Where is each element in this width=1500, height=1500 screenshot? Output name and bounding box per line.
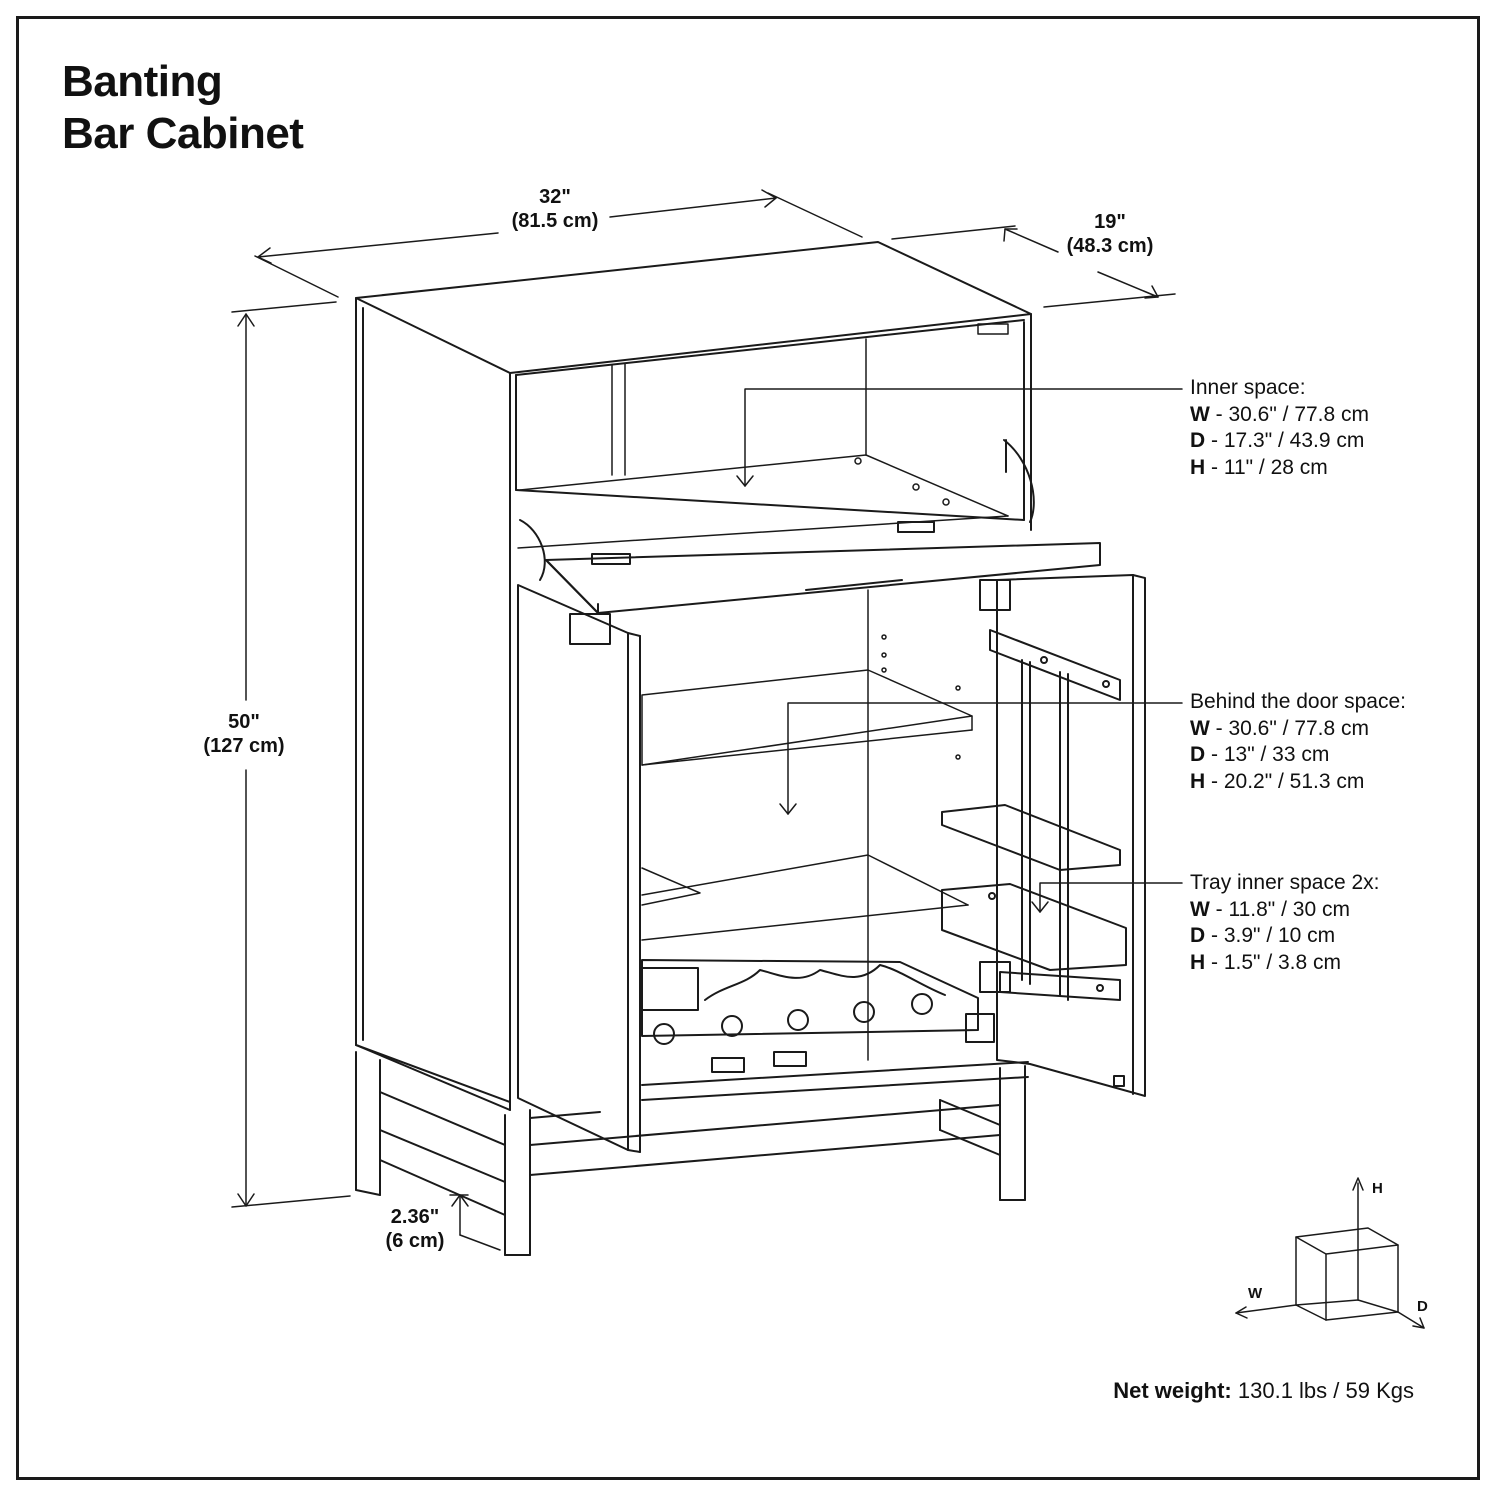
dimension-lines — [231, 189, 1176, 1251]
title-line-1: Banting — [62, 57, 223, 106]
drawer-edge — [641, 1051, 1029, 1101]
door-storage — [941, 629, 1127, 1001]
bar-flap — [519, 439, 1101, 614]
axis-h-label: H — [1372, 1180, 1383, 1197]
orientation-cube — [1235, 1177, 1425, 1329]
wine-rack — [641, 959, 995, 1045]
axis-w-label: W — [1248, 1285, 1263, 1302]
right-door — [979, 574, 1146, 1097]
base-frame — [355, 1051, 1026, 1256]
callout-leaders — [736, 388, 1183, 913]
width-dimension: 32" (81.5 cm) — [511, 186, 599, 232]
depth-dimension: 19" (48.3 cm) — [1066, 211, 1154, 257]
lower-compartment — [641, 589, 973, 1061]
page-frame — [16, 16, 1480, 1480]
behind-door-space-spec: Behind the door space: W - 30.6" / 77.8 … — [1190, 690, 1406, 793]
height-dimension: 50" (127 cm) — [203, 711, 285, 757]
product-title: Banting Bar Cabinet — [62, 56, 304, 160]
cabinet-body — [355, 241, 1032, 1111]
tray-space-spec: Tray inner space 2x: W - 11.8" / 30 cm D… — [1190, 871, 1380, 974]
axis-d-label: D — [1417, 1298, 1428, 1315]
net-weight: Net weight: 130.1 lbs / 59 Kgs — [1113, 1378, 1414, 1403]
title-line-2: Bar Cabinet — [62, 109, 304, 158]
inner-space-spec: Inner space: W - 30.6" / 77.8 cm D - 17.… — [1190, 376, 1370, 479]
left-door — [517, 584, 641, 1153]
leg-clearance-dimension: 2.36" (6 cm) — [385, 1206, 445, 1252]
